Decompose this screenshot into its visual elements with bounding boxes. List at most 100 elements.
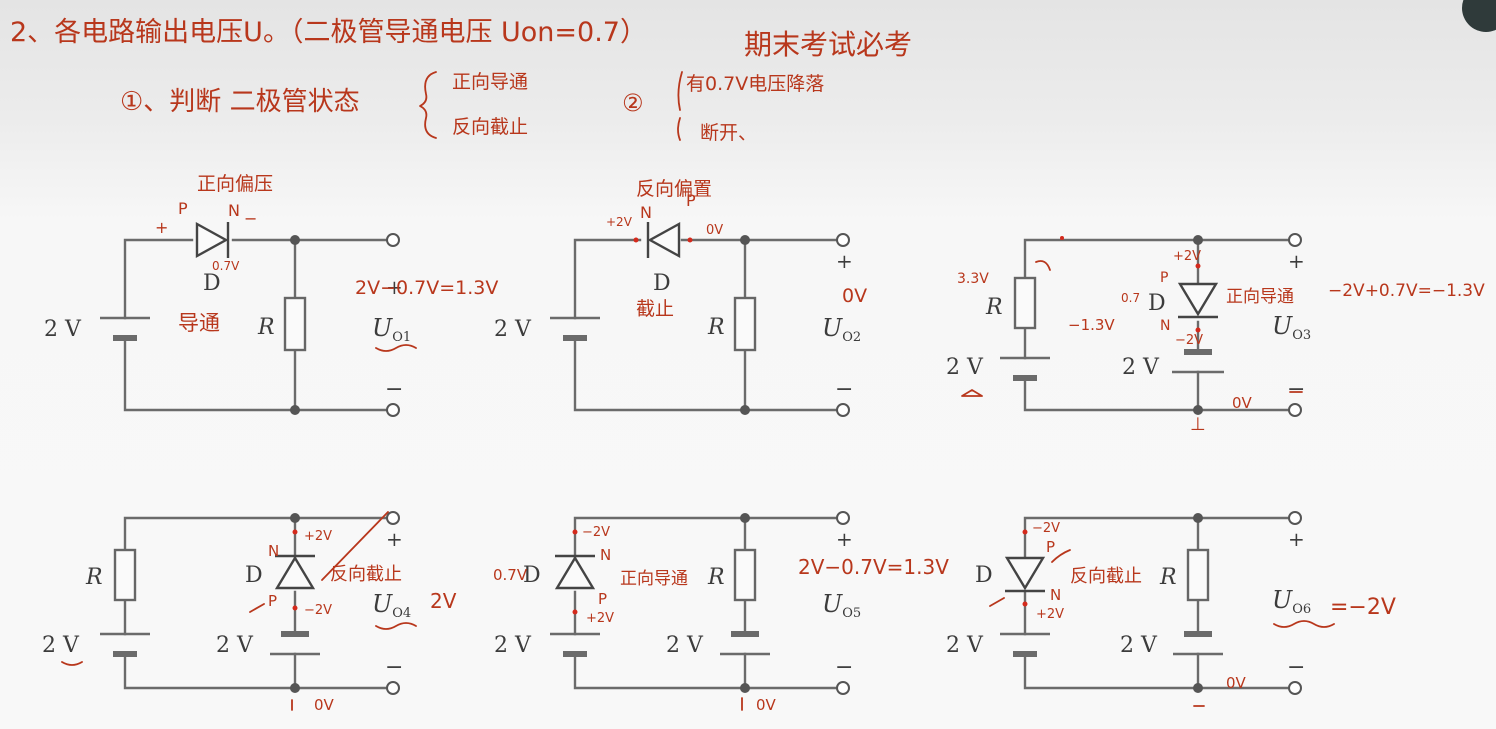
annotation-bot-v: +2V	[586, 611, 614, 626]
annotation-drop: 0.7	[1121, 291, 1140, 305]
diode-label: D	[203, 271, 221, 296]
annotation-gnd-mark: ⊥	[1190, 414, 1206, 435]
circuit-3: 2 V 2 V R D + − UO3 3.3V +2V P N −1.3V 0…	[946, 233, 1485, 435]
annotation-result: 2V	[430, 589, 457, 613]
annotation-state: 正向导通	[620, 569, 688, 589]
annotation-out-sub: O1	[392, 330, 411, 345]
battery-label: 2 V	[494, 317, 532, 342]
battery-label: 2 V	[946, 633, 984, 658]
annotation-state: 反向截止	[330, 564, 402, 585]
resistor	[1013, 276, 1037, 330]
circuit-2: 2 V R D + − UO2 反向偏置 +2V N P 0V 截止 0V	[494, 178, 867, 417]
annotation-p: P	[598, 590, 607, 608]
step1-label: ①、判断 二极管状态	[120, 87, 360, 117]
annotation-out-prefix: U	[1272, 312, 1293, 340]
step2-label: ②	[622, 89, 644, 117]
battery-label-2: 2 V	[216, 633, 254, 658]
annotation-bot-v: +2V	[1036, 607, 1064, 622]
diode	[1177, 282, 1219, 317]
circuit-4: 2 V 2 V R D + − UO4 +2V N P 反向截止 −2V 2V …	[42, 511, 457, 714]
diode-label: D	[975, 563, 993, 588]
resistor-label: R	[707, 565, 725, 590]
diode-label: D	[653, 271, 671, 296]
step1-option-reverse: 反向截止	[452, 116, 528, 138]
diode	[274, 555, 316, 590]
annotation-gnd-v: 0V	[314, 696, 335, 714]
annotation-p: P	[1160, 270, 1168, 286]
battery-label-2: 2 V	[1120, 633, 1158, 658]
annotation-drop: 0.7V	[212, 259, 240, 273]
step1-option-forward: 正向导通	[452, 71, 528, 93]
minus-terminal-label: −	[385, 655, 403, 680]
annotation-gnd-v: 0V	[1232, 394, 1253, 412]
annotation-state: 反向截止	[1070, 566, 1142, 587]
diode-label: D	[523, 563, 541, 588]
annotation-out-prefix: U	[1272, 586, 1293, 614]
annotation-minus: −	[244, 209, 257, 228]
plus-terminal-label: +	[1288, 527, 1305, 551]
annotation-out-sub: O3	[1292, 328, 1311, 343]
annotation-p: P	[178, 199, 188, 218]
battery-label: 2 V	[44, 317, 82, 342]
battery-label: 2 V	[494, 633, 532, 658]
step1-brace	[419, 71, 437, 139]
annotation-n: N	[228, 201, 240, 220]
annotation-top-v: +2V	[1173, 249, 1201, 264]
output-label: UO3	[1272, 312, 1311, 343]
battery-label: 2 V	[946, 355, 984, 380]
resistor	[733, 296, 757, 352]
battery-label-2: 2 V	[1122, 355, 1160, 380]
minus-terminal-label: −	[835, 655, 853, 680]
annotation-bias: 正向偏压	[197, 173, 273, 195]
annotation-plus: +	[155, 218, 168, 237]
plus-terminal-label: +	[386, 527, 403, 551]
battery-label: 2 V	[42, 633, 80, 658]
annotation-out-prefix: U	[372, 590, 393, 618]
resistor-label: R	[707, 315, 725, 340]
step2-option-drop: 有0.7V电压降落	[686, 73, 824, 95]
resistor-label: R	[85, 565, 103, 590]
battery-label-2: 2 V	[666, 633, 704, 658]
annotation-top-v: −2V	[1032, 521, 1060, 536]
resistor-label: R	[985, 295, 1003, 320]
annotation-out-prefix: U	[822, 314, 843, 342]
output-label: UO5	[822, 590, 861, 621]
annotation-result: 2V−0.7V=1.3V	[355, 277, 498, 299]
minus-terminal-label: −	[1287, 655, 1305, 680]
annotation-state: 截止	[636, 298, 674, 320]
diode	[1004, 556, 1046, 591]
annotation-state: 导通	[178, 311, 220, 335]
circuit-5: 2 V 2 V R D + − UO5 −2V N 0.7V 正向导通 P +2…	[493, 511, 949, 714]
diode	[195, 221, 229, 259]
annotation-result: 0V	[842, 285, 867, 307]
resistor	[1186, 548, 1210, 602]
annotation-n: N	[640, 203, 652, 222]
annotation-out-sub: O4	[392, 606, 411, 621]
annotation-top-v: +2V	[304, 529, 332, 544]
diode-label: D	[1148, 291, 1166, 316]
minus-terminal-label: −	[1287, 377, 1305, 402]
annotation-drop: 0.7V	[493, 566, 528, 584]
output-label: UO2	[822, 314, 861, 345]
annotation-bot-v: −2V	[304, 603, 332, 618]
annotation-n: N	[600, 546, 611, 564]
plus-terminal-label: +	[386, 275, 403, 299]
output-label: UO4	[372, 590, 411, 621]
resistor	[733, 548, 757, 602]
minus-terminal-label: −	[835, 377, 853, 402]
step2-brace	[677, 71, 683, 141]
annotation-gnd-v: 0V	[1226, 674, 1247, 692]
annotation-p: P	[1046, 538, 1055, 556]
annotation-cathode-v: 0V	[706, 223, 723, 238]
question-title: 2、各电路输出电压U。（二极管导通电压 Uon=0.7）	[10, 17, 647, 48]
annotation-out-sub: O2	[842, 330, 861, 345]
annotation-out-sub: O5	[842, 606, 861, 621]
minus-terminal-label: −	[385, 377, 403, 402]
annotation-p: P	[686, 191, 696, 210]
annotation-out-prefix: U	[822, 590, 843, 618]
annotation-anode-v: +2V	[606, 215, 633, 229]
plus-terminal-label: +	[836, 527, 853, 551]
output-label: UO1	[372, 314, 411, 345]
diode	[647, 221, 681, 259]
